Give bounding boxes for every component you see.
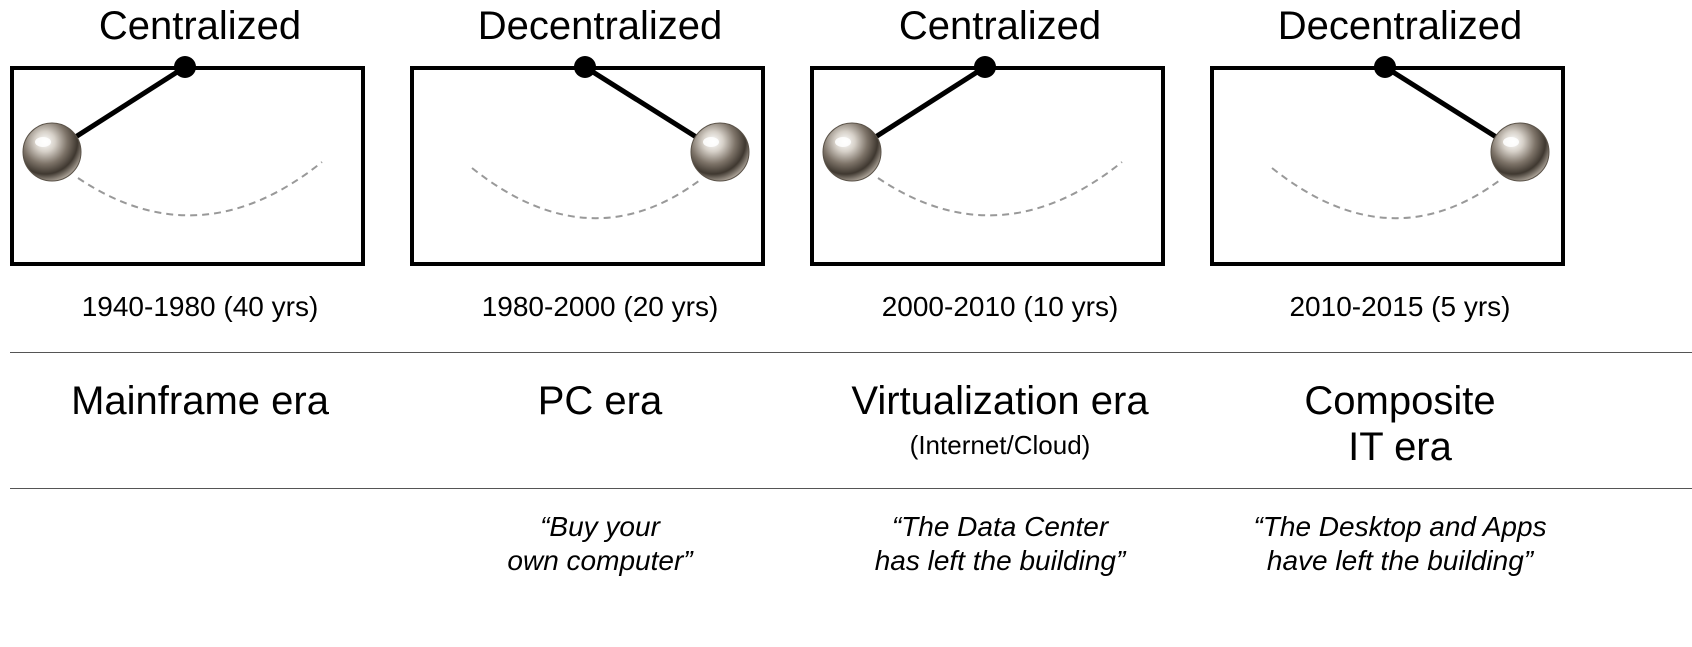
quote-line1: “Buy your [540, 511, 660, 542]
quote-line2: has left the building” [874, 545, 1126, 576]
steel-ball-icon [22, 122, 82, 182]
era-name-line1: Composite [1304, 379, 1496, 423]
quote-line2: own computer” [507, 545, 693, 576]
pivot-dot-icon [1374, 56, 1396, 78]
year-range: 2000-2010 (10 yrs) [881, 291, 1119, 322]
pendulum-diagram [22, 56, 323, 217]
mode-label: Centralized [898, 4, 1102, 48]
year-range: 1980-2000 (20 yrs) [481, 291, 719, 322]
era-quote: “The Desktop and Apps have left the buil… [1200, 510, 1600, 578]
mode-label: Centralized [98, 4, 302, 48]
swing-arc [471, 167, 701, 220]
steel-ball-icon [690, 122, 750, 182]
swing-arc [77, 161, 323, 217]
quote-line2: have left the building” [1266, 545, 1534, 576]
ball-highlight [35, 137, 51, 147]
quote-line1: “The Data Center [891, 511, 1109, 542]
era-subtitle: (Internet/Cloud) [909, 430, 1091, 460]
quote-line1: “The Desktop and Apps [1253, 511, 1547, 542]
era-column-mainframe: Centralized 1940-1980 (40 yrs) Mainframe… [0, 0, 400, 647]
mode-label: Decentralized [1277, 4, 1523, 48]
pendulum-diagram [1271, 56, 1550, 220]
era-column-pc: Decentralized 1980-2000 (20 yrs) PC era … [400, 0, 800, 647]
year-range: 1940-1980 (40 yrs) [81, 291, 319, 322]
pendulum-diagram [471, 56, 750, 220]
swing-arc [1271, 167, 1501, 220]
divider-bottom [10, 488, 1692, 489]
era-quote: “Buy your own computer” [400, 510, 800, 578]
swing-arc [877, 161, 1123, 217]
ball-highlight [703, 137, 719, 147]
era-column-composite: Decentralized 2010-2015 (5 yrs) Composit… [1200, 0, 1600, 647]
era-name: Composite IT era [1200, 378, 1600, 470]
era-column-virtualization: Centralized 2000-2010 (10 yrs) Virtualiz… [800, 0, 1200, 647]
era-name-line1: PC era [537, 379, 663, 423]
year-range: 2010-2015 (5 yrs) [1289, 291, 1511, 322]
era-name-line2: IT era [1348, 425, 1452, 469]
pivot-dot-icon [174, 56, 196, 78]
ball-highlight [835, 137, 851, 147]
era-name: Mainframe era [0, 378, 400, 424]
pendulum-diagram [822, 56, 1123, 217]
pivot-dot-icon [574, 56, 596, 78]
ball-highlight [1503, 137, 1519, 147]
steel-ball-icon [1490, 122, 1550, 182]
era-quote: “The Data Center has left the building” [800, 510, 1200, 578]
divider-top [10, 352, 1692, 353]
pivot-dot-icon [974, 56, 996, 78]
steel-ball-icon [822, 122, 882, 182]
era-name-line1: Virtualization era [851, 379, 1149, 423]
era-name: Virtualization era [800, 378, 1200, 424]
mode-label: Decentralized [477, 4, 723, 48]
era-name-line1: Mainframe era [71, 379, 329, 423]
era-name: PC era [400, 378, 800, 424]
